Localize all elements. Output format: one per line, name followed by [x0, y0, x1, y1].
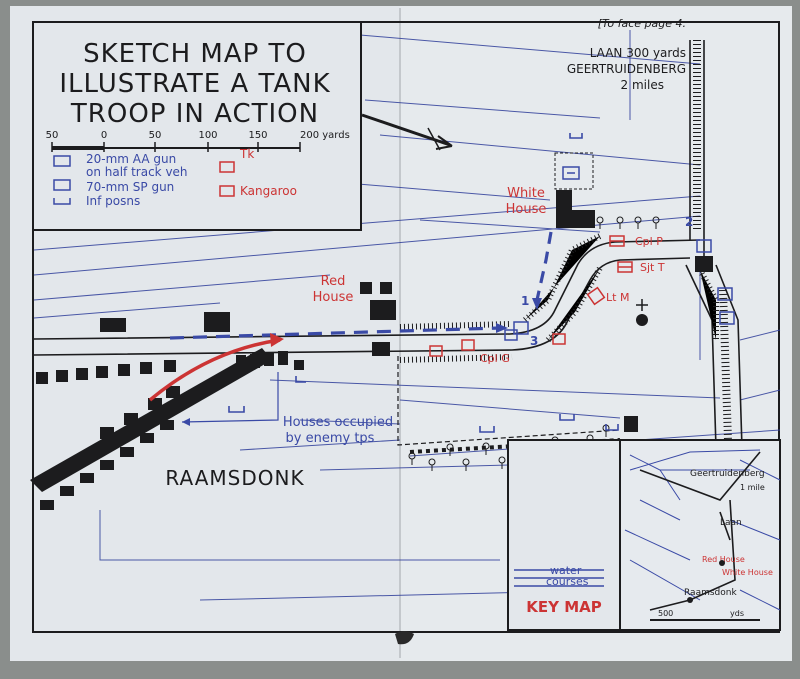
raamsdonk-houses [30, 256, 713, 510]
title-box [32, 21, 362, 231]
title-line-1: SKETCH MAP TO [83, 39, 307, 69]
scale-tick-label: 50 [149, 130, 162, 141]
scale-tick-label: 200 yards [300, 130, 350, 141]
sjt-t-label: Sjt T [640, 261, 665, 274]
legend-sp-gun: 70-mm SP gun [86, 180, 174, 194]
key-white-house-marker [719, 560, 725, 566]
white-house-label-2: House [506, 202, 547, 217]
cross-marker [636, 299, 648, 311]
position-number-2: 2 [685, 215, 693, 229]
scale-bar: 50 0 50 100 150 200 yards [46, 130, 350, 152]
laan-label-2: GEERTRUIDENBERG [567, 62, 686, 76]
key-raamsdonk-marker [687, 597, 693, 603]
key-raamsdonk: Raamsdonk [684, 588, 737, 598]
white-house-building [556, 190, 595, 228]
laan-label-3: 2 miles [621, 78, 664, 92]
white-house-label-1: White [507, 186, 545, 201]
position-number-1: 1 [521, 294, 529, 308]
houses-pointer [181, 372, 279, 423]
advance-arrowhead [270, 333, 284, 347]
laan-label-1: LAAN 300 yards [590, 46, 686, 60]
sp-gun-symbol [53, 179, 71, 191]
key-scale-500: 500 [658, 609, 673, 618]
advance-arrow [148, 338, 281, 402]
tank-symbol [219, 161, 235, 173]
title-line-3: TROOP IN ACTION [70, 99, 319, 129]
title-line-2: ILLUSTRATE A TANK [59, 69, 330, 99]
water-label-1: water [550, 564, 582, 577]
legend-aa-gun-line1: 20-mm AA gun [86, 152, 176, 166]
scale-tick-label: 50 [46, 130, 59, 141]
seal-icon [395, 631, 414, 645]
key-map-roads [639, 451, 761, 611]
enemy-area-boundary [397, 356, 621, 446]
tank-route [169, 231, 553, 340]
houses-label-2: by enemy tps [286, 431, 375, 446]
cpl-p-label: Cpl P [635, 235, 663, 248]
key-yds: yds [730, 609, 744, 618]
header-note: [To face page 4. [598, 17, 686, 30]
legend-tank: Tk [239, 147, 254, 161]
key-geertruidenberg: Geertruidenberg [690, 469, 765, 479]
north-arrow-tick [427, 127, 441, 151]
scale-tick-label: 0 [101, 130, 107, 141]
key-map-water-courses [624, 449, 781, 611]
key-mile: 1 mile [740, 483, 765, 492]
legend-kangaroo: Kangaroo [240, 184, 297, 198]
gun-positions [504, 166, 735, 341]
kangaroo-symbol [219, 185, 235, 197]
key-red-house: Red House [702, 555, 745, 564]
route-arrowhead-east [496, 323, 508, 333]
red-house-label-2: House [313, 290, 354, 305]
red-house-label-1: Red [321, 274, 346, 289]
key-map-inset: water courses KEY MAP Geertruidenberg 1 … [507, 439, 781, 631]
legend-inf-posns: Inf posns [86, 194, 140, 208]
scale-tick-label: 150 [248, 130, 267, 141]
houses-pointer-arrowhead [182, 418, 190, 426]
legend: 20-mm AA gun on half track veh 70-mm SP … [53, 147, 297, 208]
position-number-3: 3 [530, 334, 538, 348]
lt-m-position-marker [636, 314, 648, 326]
infantry-positions [228, 133, 619, 433]
inf-posn-symbol [53, 198, 71, 205]
lt-m-label: Lt M [606, 291, 629, 304]
white-house-garden [554, 152, 594, 190]
key-laan: Laan [720, 518, 742, 528]
route-arrowhead-south [532, 298, 542, 310]
houses-label-1: Houses occupied [283, 415, 393, 430]
key-map-legend-lines [514, 569, 604, 587]
town-label: RAAMSDONK [165, 466, 304, 490]
aa-gun-symbol [53, 155, 71, 167]
dyke-hatching [399, 40, 732, 441]
key-map-title: KEY MAP [526, 598, 601, 616]
cpl-g-label: Cpl G [480, 352, 510, 365]
key-white-house: White House [722, 568, 773, 577]
tank-symbols [429, 235, 633, 357]
water-label-2: courses [546, 575, 589, 588]
scale-tick-label: 100 [198, 130, 217, 141]
legend-aa-gun-line2: on half track veh [86, 165, 188, 179]
